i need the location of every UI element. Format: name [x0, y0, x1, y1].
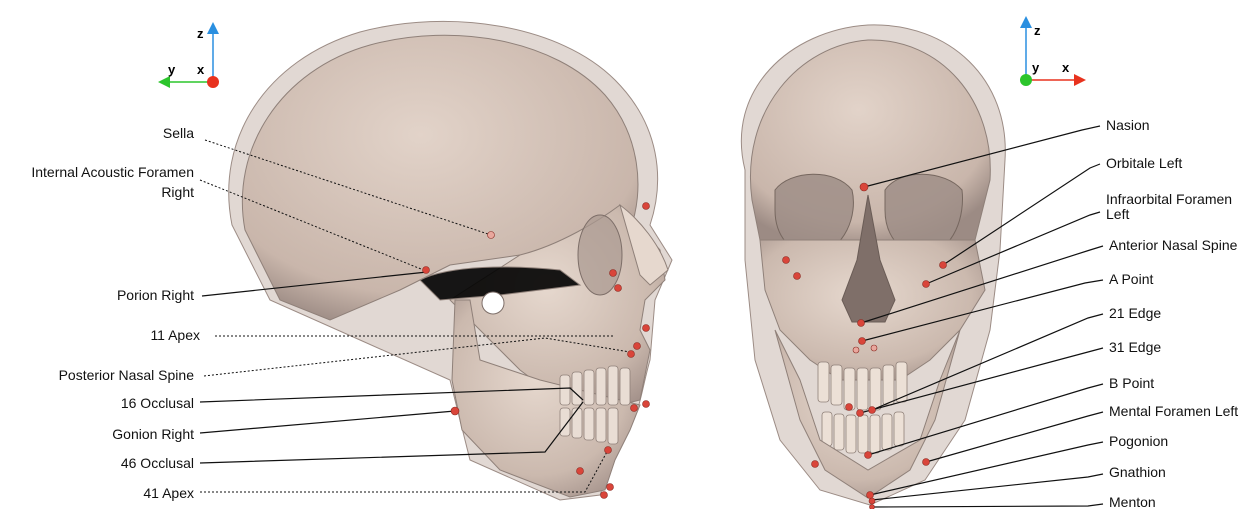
axis-z-label: z	[1034, 23, 1041, 38]
label-porion-right: Porion Right	[117, 288, 194, 303]
landmark-sella	[488, 232, 495, 239]
landmark-orbitale-right	[783, 257, 790, 264]
landmark-b-point-front	[865, 452, 872, 459]
landmark-internal-acoustic-foramen	[423, 267, 430, 274]
axis-triad-left: z y x	[164, 26, 219, 88]
label-gnathion: Gnathion	[1109, 465, 1166, 480]
landmark-mental-left	[923, 459, 930, 466]
axis-x-label: x	[197, 62, 205, 77]
label-a-point: A Point	[1109, 272, 1153, 287]
landmark-mental	[577, 468, 584, 475]
landmark-incisor-r	[846, 404, 853, 411]
landmark-ans-front	[858, 320, 865, 327]
lateral-ear-canal	[482, 292, 504, 314]
axis-y-dot	[1020, 74, 1032, 86]
label-gonion-right: Gonion Right	[112, 427, 194, 442]
label-sella: Sella	[163, 126, 194, 141]
axis-y-label: y	[168, 62, 176, 77]
label-46-occlusal: 46 Occlusal	[121, 456, 194, 471]
label-infraorbital-foramen-left: Infraorbital Foramen Left	[1106, 192, 1251, 222]
frontal-skull	[741, 25, 1005, 505]
lateral-skull	[229, 21, 672, 500]
landmark-ans	[628, 351, 635, 358]
label-11-apex: 11 Apex	[150, 328, 200, 343]
label-internal-acoustic-foramen: Internal Acoustic Foramen Right	[4, 162, 194, 202]
landmark-pog-lateral	[607, 484, 614, 491]
label-41-apex: 41 Apex	[143, 486, 194, 501]
label-21-edge: 21 Edge	[1109, 306, 1161, 321]
label-anterior-nasal-spine: Anterior Nasal Spine	[1109, 238, 1237, 253]
leader-menton	[872, 504, 1103, 507]
landmark-orbit-a	[610, 270, 617, 277]
landmark-orbit-b	[615, 285, 622, 292]
landmark-infraorbital-left	[923, 281, 930, 288]
label-orbitale-left: Orbitale Left	[1106, 156, 1182, 171]
axis-x-label: x	[1062, 60, 1070, 75]
landmark-orbit-top	[643, 203, 650, 210]
landmark-21-edge	[869, 407, 876, 414]
landmark-31-edge	[857, 410, 864, 417]
axis-z-label: z	[197, 26, 204, 41]
landmark-pogonion-front	[867, 492, 874, 499]
landmark-pns	[634, 343, 641, 350]
axis-triad-right: z y x	[1020, 22, 1080, 86]
landmark-mental-right	[812, 461, 819, 468]
landmark-infraorbital-right	[794, 273, 801, 280]
label-menton: Menton	[1109, 495, 1156, 510]
landmark-41-apex	[605, 447, 612, 454]
label-posterior-nasal-spine: Posterior Nasal Spine	[59, 368, 194, 383]
landmark-canine-l	[871, 345, 877, 351]
landmark-11-apex	[643, 325, 650, 332]
landmark-gonion	[451, 407, 459, 415]
landmark-occlusal-b	[643, 401, 650, 408]
landmark-occlusal-a	[631, 405, 638, 412]
landmark-menton-front	[870, 505, 875, 510]
label-nasion: Nasion	[1106, 118, 1150, 133]
landmark-gnathion-front	[869, 498, 875, 504]
landmark-orbitale-left	[940, 262, 947, 269]
label-31-edge: 31 Edge	[1109, 340, 1161, 355]
landmark-gn-lateral	[601, 492, 608, 499]
landmark-a-point-front	[859, 338, 866, 345]
axis-y-label: y	[1032, 60, 1040, 75]
leader-gonion	[200, 411, 455, 433]
axis-x-dot	[207, 76, 219, 88]
label-mental-foramen-left: Mental Foramen Left	[1109, 404, 1238, 419]
label-pogonion: Pogonion	[1109, 434, 1168, 449]
landmark-canine-r	[853, 347, 859, 353]
label-b-point: B Point	[1109, 376, 1154, 391]
lateral-orbit	[578, 215, 622, 295]
landmark-nasion	[860, 183, 868, 191]
label-16-occlusal: 16 Occlusal	[121, 396, 194, 411]
